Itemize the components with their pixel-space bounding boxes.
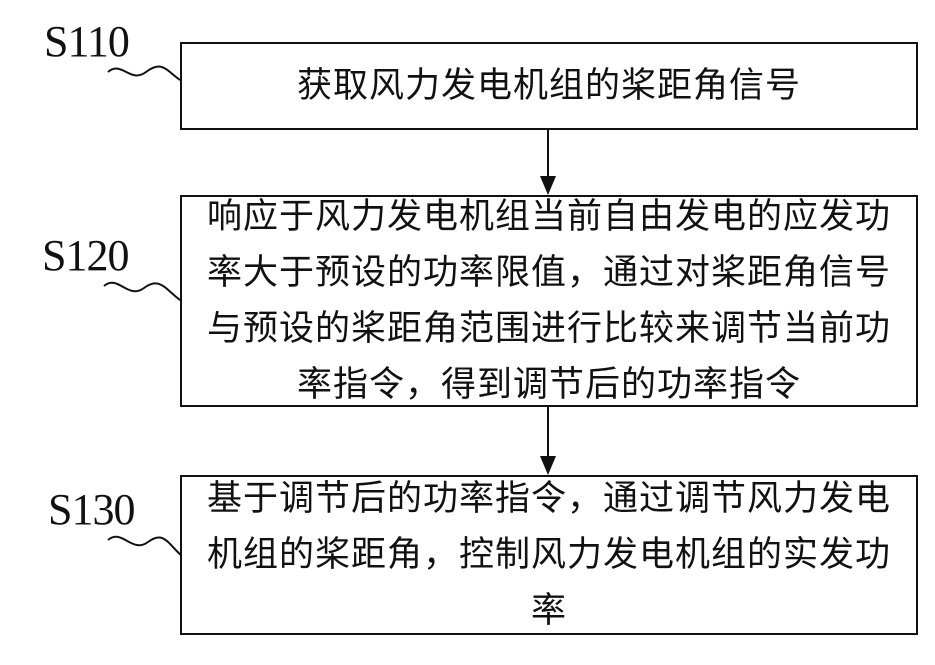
step-label-s110: S110 [44,20,129,64]
step-box-s110: 获取风力发电机组的桨距角信号 [180,42,918,130]
step-text-s120: 响应于风力发电机组当前自由发电的应发功率大于预设的功率限值，通过对桨距角信号与预… [182,189,916,413]
step-box-s120: 响应于风力发电机组当前自由发电的应发功率大于预设的功率限值，通过对桨距角信号与预… [180,195,918,407]
step-label-s130: S130 [48,488,134,532]
leader-line-s120 [104,283,180,300]
step-label-s120: S120 [42,234,128,278]
step-text-s110: 获取风力发电机组的桨距角信号 [297,58,801,114]
leader-line-s110 [108,67,180,80]
leader-line-s130 [108,537,182,556]
step-box-s130: 基于调节后的功率指令，通过调节风力发电机组的桨距角，控制风力发电机组的实发功率 [180,475,918,635]
step-text-s130: 基于调节后的功率指令，通过调节风力发电机组的桨距角，控制风力发电机组的实发功率 [182,471,916,639]
